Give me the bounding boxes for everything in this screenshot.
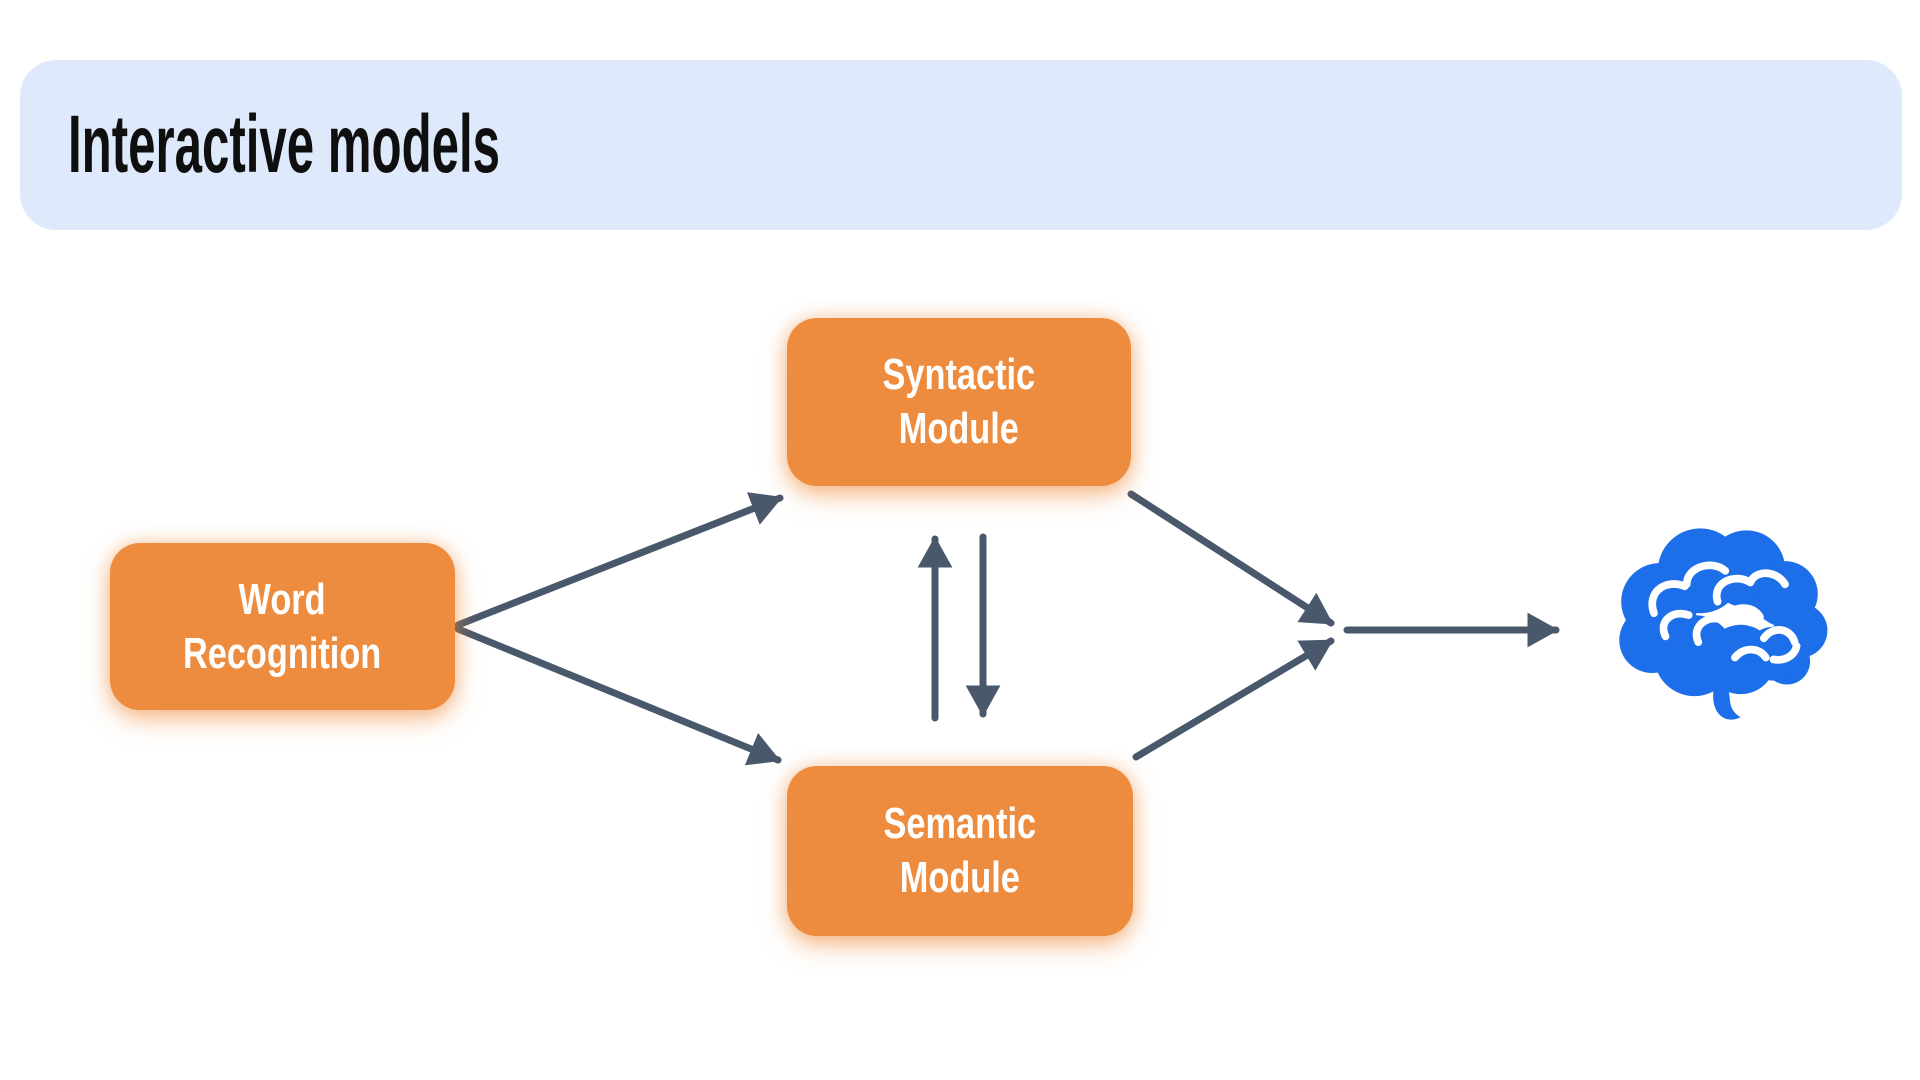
node-label-line: Recognition bbox=[183, 628, 382, 678]
node-word-recognition: Word Recognition bbox=[110, 543, 455, 710]
arrow-word-to-semantic bbox=[454, 625, 782, 766]
page-title: Interactive models bbox=[68, 99, 501, 190]
node-word-recognition-label: Word Recognition bbox=[183, 573, 381, 680]
node-semantic-module-label: Semantic Module bbox=[884, 797, 1037, 904]
node-label-line: Module bbox=[898, 404, 1020, 453]
node-syntactic-module-label: Syntactic Module bbox=[883, 348, 1036, 455]
node-syntactic-module: Syntactic Module bbox=[787, 318, 1131, 486]
node-label-line: Module bbox=[899, 853, 1021, 902]
arrow-syntactic-to-merge bbox=[1127, 490, 1335, 627]
node-semantic-module: Semantic Module bbox=[787, 766, 1133, 936]
header-banner: Interactive models bbox=[20, 60, 1902, 230]
brain-icon bbox=[1602, 513, 1837, 725]
arrow-word-to-syntactic bbox=[454, 492, 784, 629]
node-label-line: Word bbox=[238, 574, 327, 624]
node-label-line: Syntactic bbox=[882, 350, 1036, 400]
node-label-line: Semantic bbox=[883, 799, 1037, 849]
arrow-semantic-to-merge bbox=[1132, 637, 1335, 761]
